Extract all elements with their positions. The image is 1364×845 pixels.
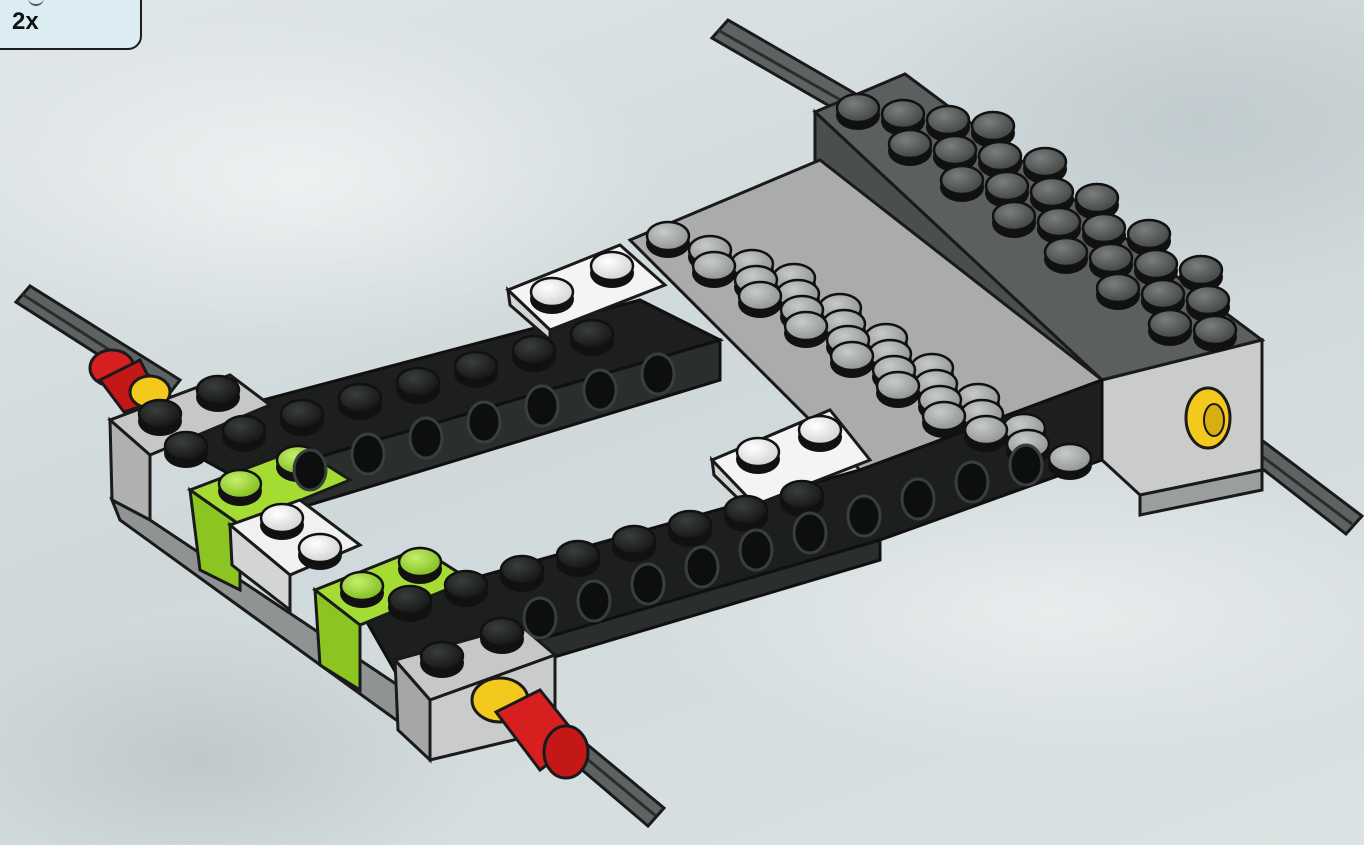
stud bbox=[1036, 206, 1082, 244]
beam-hole bbox=[408, 416, 444, 460]
stud bbox=[337, 382, 383, 420]
stud bbox=[1074, 182, 1120, 220]
stud bbox=[339, 570, 385, 608]
beam-hole bbox=[900, 477, 936, 521]
yellow-bush-right bbox=[1184, 386, 1232, 450]
stud bbox=[1047, 442, 1093, 480]
beam-hole bbox=[684, 545, 720, 589]
stud bbox=[1147, 308, 1193, 346]
beam-hole bbox=[466, 400, 502, 444]
beam-hole bbox=[522, 596, 558, 640]
stud bbox=[217, 468, 263, 506]
beam-hole bbox=[350, 432, 386, 476]
stud bbox=[221, 414, 267, 452]
stud bbox=[611, 524, 657, 562]
parts-quantity: 2x bbox=[12, 8, 39, 35]
beam-hole bbox=[738, 528, 774, 572]
stud bbox=[667, 509, 713, 547]
stud bbox=[395, 366, 441, 404]
stud bbox=[932, 134, 978, 172]
beam-hole bbox=[792, 511, 828, 555]
stud bbox=[1185, 284, 1231, 322]
stud bbox=[195, 374, 241, 412]
stud bbox=[737, 280, 783, 318]
stud bbox=[880, 98, 926, 136]
stud bbox=[723, 494, 769, 532]
stud bbox=[1178, 254, 1224, 292]
stud bbox=[479, 616, 525, 654]
stud bbox=[835, 92, 881, 130]
stud bbox=[419, 640, 465, 678]
stud bbox=[529, 276, 575, 314]
stud bbox=[1095, 272, 1141, 310]
stud bbox=[1043, 236, 1089, 274]
stud bbox=[1088, 242, 1134, 280]
stud bbox=[984, 170, 1030, 208]
stud bbox=[259, 502, 305, 540]
beam-holes-layer bbox=[292, 352, 1044, 640]
stud bbox=[1081, 212, 1127, 250]
stud bbox=[921, 400, 967, 438]
stud bbox=[970, 110, 1016, 148]
beam-hole bbox=[582, 368, 618, 412]
stud bbox=[925, 104, 971, 142]
stud bbox=[397, 546, 443, 584]
stud bbox=[887, 128, 933, 166]
bush-part-icon bbox=[28, 0, 44, 6]
stud bbox=[1140, 278, 1186, 316]
stud bbox=[779, 479, 825, 517]
beam-hole bbox=[524, 384, 560, 428]
stud bbox=[569, 318, 615, 356]
stud bbox=[939, 164, 985, 202]
stud bbox=[991, 200, 1037, 238]
stud bbox=[1192, 314, 1238, 352]
stud bbox=[297, 532, 343, 570]
stud bbox=[1133, 248, 1179, 286]
beam-hole bbox=[954, 460, 990, 504]
stud bbox=[1126, 218, 1172, 256]
stud bbox=[963, 414, 1009, 452]
stud bbox=[691, 250, 737, 288]
beam-hole bbox=[292, 448, 328, 492]
stud bbox=[511, 334, 557, 372]
stud bbox=[1022, 146, 1068, 184]
stud bbox=[875, 370, 921, 408]
stud bbox=[137, 398, 183, 436]
stud bbox=[783, 310, 829, 348]
stud bbox=[279, 398, 325, 436]
stud bbox=[387, 584, 433, 622]
red-bush-left bbox=[88, 348, 172, 414]
stud bbox=[555, 539, 601, 577]
beam-hole bbox=[1008, 443, 1044, 487]
studs-layer bbox=[137, 92, 1238, 678]
beam-hole bbox=[630, 562, 666, 606]
stud bbox=[1029, 176, 1075, 214]
stud bbox=[499, 554, 545, 592]
beam-hole bbox=[576, 579, 612, 623]
stud bbox=[735, 436, 781, 474]
beam-hole bbox=[846, 494, 882, 538]
stud bbox=[645, 220, 691, 258]
stud bbox=[589, 250, 635, 288]
stud bbox=[797, 414, 843, 452]
right-connector-block bbox=[1100, 338, 1264, 517]
parts-callout: 2x bbox=[0, 0, 142, 50]
stud bbox=[977, 140, 1023, 178]
stud bbox=[443, 569, 489, 607]
stud bbox=[163, 430, 209, 468]
stud bbox=[453, 350, 499, 388]
stud bbox=[829, 340, 875, 378]
beam-hole bbox=[640, 352, 676, 396]
red-bush-bottom bbox=[470, 676, 590, 780]
